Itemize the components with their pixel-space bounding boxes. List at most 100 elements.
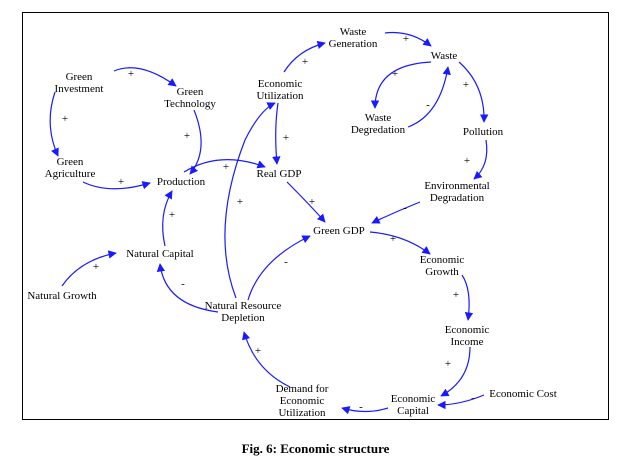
node-natural-growth: Natural Growth (27, 290, 97, 302)
node-label-line: Growth (425, 266, 459, 278)
node-label-line: Capital (397, 405, 429, 417)
link-economic_utilization-to-real_gdp (272, 102, 281, 165)
link-production-to-real_gdp (183, 159, 266, 173)
node-label-line: Green (57, 156, 84, 168)
figure-caption: Fig. 6: Economic structure (241, 441, 390, 456)
link-natural_resource_depletion-to-green_gdp (247, 235, 311, 301)
node-label-line: Waste (431, 50, 458, 62)
link-sign-environmental_degradation-to-green_gdp: - (403, 202, 407, 214)
link-economic_cost-to-economic_capital (437, 394, 485, 410)
node-label-line: Economic (420, 254, 465, 266)
node-green-gdp: Green GDP (313, 225, 365, 237)
link-demand_for_economic_utilization-to-natural_resource_depletion (242, 331, 291, 388)
link-waste-to-pollution (458, 61, 489, 123)
link-sign-green_agriculture-to-production: + (118, 176, 124, 188)
link-sign-demand_for_economic_utilization-to-natural_resource_depletion: + (255, 345, 261, 357)
node-label-line: Agriculture (45, 168, 96, 180)
node-waste: Waste (431, 50, 458, 62)
link-sign-economic_cost-to-economic_capital: - (471, 392, 475, 404)
link-real_gdp-to-green_gdp (286, 181, 326, 223)
link-sign-economic_growth-to-economic_income: + (453, 289, 459, 301)
node-production: Production (157, 176, 206, 188)
link-sign-economic_utilization-to-real_gdp: + (283, 132, 289, 144)
node-label-line: Utilization (256, 90, 304, 102)
link-sign-waste_generation-to-waste: + (403, 33, 409, 45)
link-waste_generation-to-waste (384, 31, 432, 47)
node-label-line: Technology (164, 98, 216, 110)
link-natural_capital-to-production (162, 190, 173, 247)
link-sign-natural_growth-to-natural_capital: + (93, 261, 99, 273)
link-sign-waste-to-waste_degradation: + (392, 68, 398, 80)
link-sign-waste_degradation-to-waste: - (426, 99, 430, 111)
node-label-line: Depletion (221, 312, 265, 324)
node-label-line: Natural Resource (205, 300, 282, 312)
link-sign-green_investment-to-green_agriculture: + (62, 113, 68, 125)
link-economic_growth-to-economic_income (461, 274, 474, 321)
node-label-line: Economic (445, 324, 490, 336)
node-label-line: Economic (258, 78, 303, 90)
node-real-gdp: Real GDP (257, 168, 302, 180)
node-natural-capital: Natural Capital (126, 248, 194, 260)
link-sign-natural_resource_depletion-to-natural_capital: - (181, 278, 185, 290)
node-label-line: Green GDP (313, 225, 365, 237)
node-label-line: Economic Cost (489, 388, 557, 400)
link-green_agriculture-to-production (82, 181, 151, 190)
link-sign-green_technology-to-production: + (184, 130, 190, 142)
node-label-line: Pollution (463, 126, 504, 138)
node-label-line: Production (157, 176, 206, 188)
link-green_investment-to-green_technology (113, 67, 177, 87)
link-sign-natural_resource_depletion-to-green_gdp: - (284, 256, 288, 268)
link-sign-production-to-real_gdp: + (223, 161, 229, 173)
link-sign-economic_utilization-to-waste_generation: + (302, 56, 308, 68)
node-label-line: Real GDP (257, 168, 302, 180)
link-natural_resource_depletion-to-natural_capital (156, 263, 219, 313)
node-label-line: Natural Growth (27, 290, 97, 302)
diagram-frame (22, 12, 609, 420)
link-sign-green_investment-to-green_technology: + (128, 68, 134, 80)
node-label-line: Natural Capital (126, 248, 194, 260)
link-sign-economic_income-to-economic_capital: + (445, 358, 451, 370)
link-green_technology-to-production (189, 109, 202, 175)
node-label-line: Generation (329, 38, 378, 50)
link-green_investment-to-green_agriculture (49, 91, 59, 157)
node-label-line: Utilization (278, 407, 326, 419)
link-sign-real_gdp-to-green_gdp: + (309, 196, 315, 208)
node-label-line: Green (66, 71, 93, 83)
node-label-line: Green (177, 86, 204, 98)
node-label-line: Waste (340, 26, 367, 38)
link-natural_resource_depletion-to-economic_utilization (224, 102, 276, 299)
node-label-line: Waste (365, 112, 392, 124)
link-sign-green_gdp-to-economic_growth: + (390, 233, 396, 245)
node-label-line: Degradation (430, 192, 485, 204)
link-sign-natural_capital-to-production: + (169, 209, 175, 221)
link-sign-pollution-to-environmental_degradation: + (464, 155, 470, 167)
node-label-line: Demand for (276, 383, 329, 395)
link-sign-natural_resource_depletion-to-economic_utilization: + (237, 196, 243, 208)
link-green_gdp-to-economic_growth (369, 231, 431, 255)
node-label-line: Environmental (424, 180, 489, 192)
link-economic_capital-to-demand_for_economic_utilization (341, 406, 389, 415)
link-environmental_degradation-to-green_gdp (371, 201, 421, 224)
link-economic_utilization-to-waste_generation (283, 40, 326, 73)
node-label-line: Economic (391, 393, 436, 405)
node-label-line: Economic (280, 395, 325, 407)
node-label-line: Degredation (351, 124, 406, 136)
node-pollution: Pollution (463, 126, 504, 138)
node-label-line: Income (451, 336, 484, 348)
link-sign-waste-to-pollution: + (463, 79, 469, 91)
link-sign-economic_capital-to-demand_for_economic_utilization: - (359, 401, 363, 413)
link-waste_degradation-to-waste (407, 66, 451, 128)
